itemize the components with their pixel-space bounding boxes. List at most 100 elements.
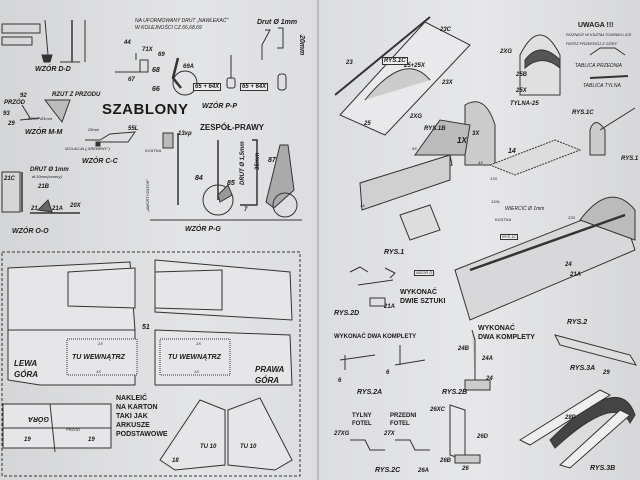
part-19-b: 19 — [88, 437, 95, 443]
zespol-prawy-heading: ZESPÓŁ-PRAWY — [200, 123, 265, 132]
tu-10-left: TU 10 — [200, 444, 217, 450]
wing-pattern — [2, 259, 293, 471]
gora-mirrored: GÓRA — [28, 415, 49, 422]
tylny-label: TYLNY — [352, 413, 372, 419]
rys-2-rail — [554, 334, 638, 366]
part-85: 85 — [227, 180, 235, 187]
wzor-mm-drawing — [19, 99, 71, 124]
part-1x-small: 1X — [360, 203, 365, 208]
part-13x: 13X — [490, 176, 498, 181]
tylny-fotel-label: FOTEL — [352, 421, 372, 427]
rys-3-parts — [518, 389, 636, 469]
part-20x: 20X — [70, 203, 81, 209]
part-26b: 26B — [440, 458, 452, 464]
lewa-label: LEWA — [14, 359, 38, 368]
part-26d: 26D — [477, 434, 489, 440]
naklei-3: TAKI JAK — [116, 413, 148, 420]
part-29-rys3: 29 — [603, 370, 610, 376]
wzor-oo-label: WZÓR O-O — [12, 228, 49, 235]
part-69: 69 — [158, 52, 165, 58]
naklei-1: NAKLEIĆ — [116, 395, 148, 402]
rys-3b-label: RYS.3B — [590, 465, 616, 472]
part-67: 67 — [128, 77, 135, 83]
wzor-d-tag: WZÓR D — [414, 270, 435, 276]
arrow-1x-right: 1X — [194, 369, 199, 374]
uwaga-heading: UWAGA !!! — [578, 22, 614, 29]
wzor-mm-label: WZÓR M-M — [25, 129, 63, 136]
przedni-label: PRZEDNI — [390, 413, 417, 419]
part-19-a: 19 — [24, 437, 31, 443]
part-21a: 21A — [52, 206, 64, 212]
drut-oo-line1: DRUT Ø 1mm — [30, 167, 69, 173]
wzor-pp-label: WZÓR P-P — [202, 103, 237, 110]
cabane-frame — [519, 34, 629, 96]
rys-1-label: RYS.1 — [384, 249, 405, 256]
prawa-gora-label: GÓRA — [255, 376, 279, 385]
naklei-2: NA KARTON — [116, 404, 158, 411]
instruction-line-1: NA UFORMOWANY DRUT „NAWLEKAĆ" — [135, 18, 229, 24]
przod-label: PRZÓD — [4, 100, 25, 106]
wykonac-dwa-komplety-2a: WYKONAĆ DWA KOMPLETY — [334, 334, 417, 340]
arrow-2x-left: 2X — [98, 341, 103, 346]
wzor-pg-label: WZÓR P-G — [185, 226, 221, 233]
amortyzator-label: „AMORTYZATOR" — [145, 179, 150, 212]
rys-2a-parts — [339, 345, 426, 370]
part-21: 21 — [31, 206, 38, 212]
part-24a: 24A — [482, 356, 494, 362]
part-69a: 69A — [183, 64, 195, 70]
wzor-dd-label: WZÓR D-D — [35, 66, 71, 73]
rys-1-edge: RYS.1 — [621, 156, 639, 162]
part-7: 7 — [244, 207, 248, 213]
rys-2b-label: RYS.2B — [442, 389, 468, 396]
part-28p: 28P — [565, 415, 576, 421]
wykonac-dwie-1: WYKONAĆ — [400, 289, 437, 296]
part-23c: 23C — [440, 27, 452, 33]
part-6-a: 6 — [338, 378, 342, 384]
wzor-oo-drawing — [1, 171, 80, 214]
rys-1c-tag-2: RYS.1C — [500, 234, 519, 240]
part-6-b: 6 — [386, 370, 390, 376]
drut-mm: DRUT Ø1mm — [28, 116, 53, 121]
rys-1b-label: RYS.1B — [424, 126, 446, 132]
wzor-cc-label: WZÓR C-C — [82, 158, 118, 165]
part-26xc: 26XC — [430, 407, 446, 413]
fuselage-rys-1c — [454, 107, 636, 321]
part-23x: 23X — [442, 80, 453, 86]
part-21c: 21C — [4, 176, 16, 182]
rys-2a-label: RYS.2A — [357, 389, 383, 396]
wzor-pg-drawing — [150, 132, 302, 221]
part-1x-big: 1X — [457, 136, 467, 145]
tablica-przednia: TABLICA PRZEDNIA — [575, 63, 622, 69]
instruction-line-2: W KOLEJNOŚCI CZ.66,68,69 — [135, 25, 202, 31]
part-13xl: 13XL — [491, 199, 501, 204]
naklei-4: ARKUSZE — [116, 422, 150, 429]
kostka-right: KOSTKA — [495, 217, 512, 222]
rys-3a-label: RYS.3A — [570, 365, 596, 372]
wing-center-section — [334, 16, 471, 136]
prawa-label: PRAWA — [255, 365, 285, 374]
part-21a-rys1: 21A — [384, 304, 396, 310]
part-24-2b: 24 — [486, 376, 493, 382]
kostka-label: KOSTKA — [145, 148, 162, 153]
part-13xp: 13xp — [178, 131, 192, 137]
tu-wewnatrz-left: TU WEWNĄTRZ — [72, 354, 125, 361]
naklei-5: PODSTAWOWE — [116, 431, 168, 438]
dim-25mm: 25mm — [88, 127, 100, 132]
part-26: 26 — [462, 466, 469, 472]
uwaga-note-1: RÓŻNICE W KSZTAŁTOWNIKU ICE — [566, 32, 632, 37]
arrow-1x-left: 1X — [96, 369, 101, 374]
izolacja-label: IZOLACJA („SREBRNY") — [65, 146, 110, 151]
uwaga-note-2: PATRZ PRZEKRÓJ Z GÓRY — [566, 41, 618, 46]
part-68: 68 — [152, 67, 160, 74]
part-24b: 24B — [458, 346, 470, 352]
frame-25x: 25X — [516, 88, 527, 94]
part-14: 14 — [508, 148, 516, 155]
wykonac-dwie-2: DWIE SZTUKI — [400, 298, 446, 305]
wykonac-2b: WYKONAĆ — [478, 325, 515, 332]
part-27xg: 27XG — [334, 431, 350, 437]
part-84: 84 — [195, 175, 203, 182]
rys-2d-label: RYS.2D — [334, 310, 360, 317]
lewa-gora-label: GÓRA — [14, 370, 38, 379]
part-23: 23 — [346, 60, 353, 66]
